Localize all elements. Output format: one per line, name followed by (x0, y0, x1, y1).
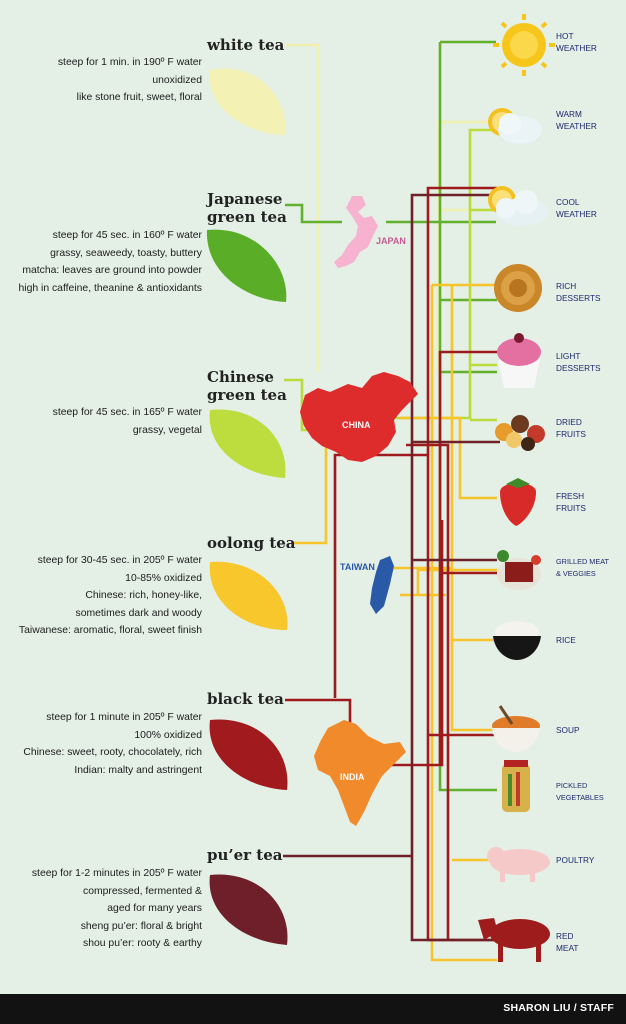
cloud-sun-icon (488, 186, 548, 226)
grilled-meat-icon (497, 550, 541, 590)
india-label: INDIA (340, 772, 365, 782)
note-line: unoxidized (152, 74, 202, 86)
puer-tea-leaf-icon (209, 874, 288, 945)
note-line: steep for 1-2 minutes in 205º F water (31, 868, 202, 879)
cow-icon (478, 918, 550, 962)
puer-tea-notes: steep for 1-2 minutes in 205º F water co… (32, 865, 202, 953)
note-line: high in caffeine, theanine & antioxidant… (18, 282, 202, 294)
pairing-label-cool-weather: COOL WEATHER (556, 197, 597, 219)
black-tea-leaf-icon (209, 719, 288, 790)
pig-icon (487, 847, 550, 882)
puer-tea-title: pu’er tea (207, 846, 283, 864)
note-line: Indian: malty and astringent (74, 764, 202, 776)
footer-bar: SHARON LIU / STAFF (0, 994, 626, 1024)
india-map-icon (314, 720, 406, 826)
note-line: grassy, vegetal (132, 424, 202, 436)
note-line: steep for 45 sec. in 165º F water (52, 407, 202, 418)
pairing-label-dried-fruits: DRIED FRUITS (556, 417, 586, 439)
japanese-green-tea-notes: steep for 45 sec. in 160º F water grassy… (18, 227, 202, 297)
pairing-label-warm-weather: WARM WEATHER (556, 109, 597, 131)
note-line: sheng pu’er: floral & bright (80, 920, 202, 932)
oolong-line (291, 283, 497, 962)
china-label: CHINA (342, 420, 371, 430)
white-tea-line (286, 43, 320, 372)
taiwan-label: TAIWAN (340, 562, 375, 572)
note-line: shou pu’er: rooty & earthy (83, 938, 202, 950)
china-map-icon (300, 372, 418, 462)
note-line: Chinese: sweet, rooty, chocolately, rich (23, 747, 202, 759)
black-tea-title: black tea (207, 690, 284, 708)
pairing-label-rich-desserts: RICH DESSERTS (556, 281, 601, 303)
note-line: steep for 1 min. in 190º F water (57, 57, 202, 68)
note-line: steep for 30-45 sec. in 205º F water (37, 555, 202, 566)
black-tea-notes: steep for 1 minute in 205º F water 100% … (23, 709, 202, 779)
note-line: 100% oxidized (134, 729, 202, 741)
pairing-label-poultry: POULTRY (556, 855, 595, 865)
japan-label: JAPAN (376, 236, 406, 246)
pairing-label-fresh-fruits: FRESH FRUITS (556, 491, 586, 513)
note-line: steep for 1 minute in 205º F water (46, 712, 202, 723)
soup-bowl-icon (492, 705, 540, 752)
pairing-label-red-meat: RED MEAT (556, 931, 579, 953)
oolong-tea-title: oolong tea (207, 534, 296, 552)
sun-cloud-icon (488, 108, 542, 144)
pairing-label-grilled-meat-veggies: GRILLED MEAT & VEGGIES (556, 557, 609, 578)
pickle-jar-icon (502, 760, 530, 812)
oolong-tea-notes: steep for 30-45 sec. in 205º F water 10-… (19, 552, 202, 640)
chinese-green-tea-leaf-icon (209, 409, 286, 478)
white-tea-leaf-icon (209, 68, 286, 135)
pairing-label-hot-weather: HOT WEATHER (556, 31, 597, 53)
cupcake-icon (497, 333, 541, 388)
strawberry-icon (500, 478, 536, 526)
pairing-label-rice: RICE (556, 635, 576, 645)
japanese-green-tea-leaf-icon (206, 229, 287, 302)
japanese-green-tea-title: Japanese green tea (207, 190, 287, 226)
sun-icon (493, 14, 555, 76)
taiwan-map-icon (370, 556, 394, 614)
mooncake-icon (494, 264, 542, 312)
rice-bowl-icon (493, 621, 541, 660)
dried-fruit-icon (495, 415, 545, 451)
puer-line (283, 193, 500, 942)
note-line: Taiwanese: aromatic, floral, sweet finis… (18, 625, 202, 637)
note-line: sometimes dark and woody (75, 607, 202, 619)
note-line: 10-85% oxidized (125, 572, 202, 584)
note-line: grassy, seaweedy, toasty, buttery (50, 247, 202, 259)
note-line: compressed, fermented & (83, 885, 202, 897)
japan-map-icon (334, 196, 378, 268)
note-line: steep for 45 sec. in 160º F water (52, 230, 202, 241)
pairing-label-pickled-vegetables: PICKLED VEGETABLES (556, 781, 604, 802)
note-line: matcha: leaves are ground into powder (22, 265, 202, 277)
pairing-label-light-desserts: LIGHT DESSERTS (556, 351, 601, 373)
note-line: like stone fruit, sweet, floral (76, 92, 202, 104)
staff-credit: SHARON LIU / STAFF (503, 1002, 614, 1014)
note-line: aged for many years (107, 903, 202, 915)
chinese-green-tea-notes: steep for 45 sec. in 165º F water grassy… (53, 404, 202, 439)
chinese-green-tea-title: Chinese green tea (207, 368, 287, 404)
oolong-tea-leaf-icon (209, 561, 288, 630)
white-tea-notes: steep for 1 min. in 190º F water unoxidi… (58, 54, 202, 107)
note-line: Chinese: rich, honey-like, (85, 590, 202, 602)
chinese-green-line (284, 128, 497, 432)
pairing-label-soup: SOUP (556, 725, 580, 735)
white-tea-title: white tea (207, 36, 285, 54)
